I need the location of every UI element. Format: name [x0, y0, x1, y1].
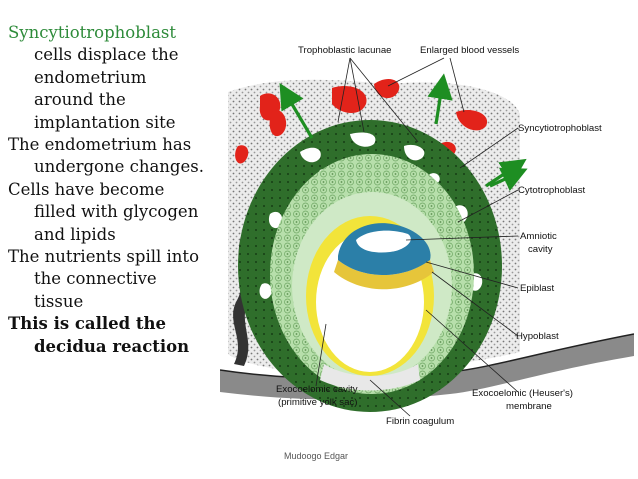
label-enlarged-blood-vessels: Enlarged blood vessels: [420, 45, 519, 56]
arrow: [427, 73, 453, 125]
label-amniotic-cavity-line2: cavity: [528, 244, 553, 255]
label-exocoelomic-membrane-line1: Exocoelomic (Heuser's): [472, 388, 573, 399]
paragraph-endometrium: The endometrium has undergone changes.: [8, 135, 204, 177]
label-fibrin-coagulum: Fibrin coagulum: [386, 416, 454, 427]
blood-vessel: [235, 145, 249, 164]
lacuna: [300, 147, 321, 163]
label-exocoelomic-membrane-line2: membrane: [506, 401, 552, 412]
label-syncytiotrophoblast: Syncytiotrophoblast: [518, 123, 602, 134]
arrow: [485, 158, 527, 188]
label-epiblast: Epiblast: [520, 283, 554, 294]
blood-vessel: [269, 110, 287, 137]
paragraph-1-rest: cells displace the endometrium around th…: [34, 45, 179, 132]
lacuna: [259, 283, 272, 299]
label-trophoblastic-lacunae: Trophoblastic lacunae: [298, 45, 392, 56]
paragraph-syncytiotrophoblast: Syncytiotrophoblast cells displace the e…: [8, 22, 208, 134]
implantation-diagram: Trophoblastic lacunae Enlarged blood ves…: [220, 45, 634, 427]
syncytiotrophoblast-term: Syncytiotrophoblast: [8, 23, 177, 42]
fibrin-coagulum: [320, 364, 420, 391]
lacuna: [350, 132, 376, 147]
leader-lines: [315, 57, 519, 417]
paragraph-decidua-reaction: This is called the decidua reaction: [8, 314, 190, 356]
lacuna: [268, 211, 283, 229]
label-cytotrophoblast: Cytotrophoblast: [518, 185, 586, 196]
blood-vessel: [456, 109, 488, 131]
label-amniotic-cavity-line1: Amniotic: [520, 231, 557, 242]
paragraph-nutrients: The nutrients spill into the connective …: [8, 247, 199, 311]
label-exocoelomic-cavity-line2: (primitive yolk sac): [278, 397, 357, 408]
direction-arrows: [279, 73, 528, 191]
paragraph-cells: Cells have become filled with glycogen a…: [8, 179, 199, 244]
label-exocoelomic-cavity-line1: Exocoelomic cavity: [276, 384, 358, 395]
explanation-text: Syncytiotrophoblast cells displace the e…: [8, 22, 208, 358]
lacuna: [404, 144, 425, 161]
arrow: [279, 82, 314, 139]
amniotic-cavity: [356, 230, 411, 253]
author-credit: Mudoogo Edgar: [284, 451, 349, 461]
hypoblast-layer: [334, 260, 434, 290]
label-hypoblast: Hypoblast: [516, 331, 559, 342]
